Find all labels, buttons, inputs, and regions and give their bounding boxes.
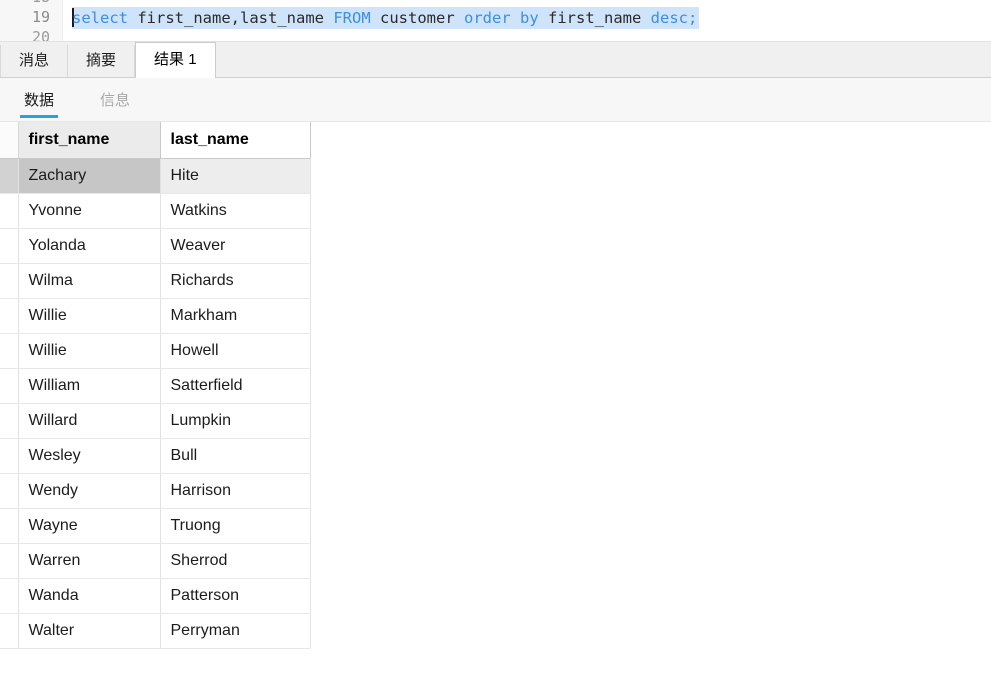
result-tab-bar: 消息 摘要 结果 1 bbox=[0, 42, 991, 78]
tab-result-1[interactable]: 结果 1 bbox=[135, 42, 216, 78]
cell-last_name[interactable]: Sherrod bbox=[160, 543, 311, 579]
grid-header-row: first_name last_name bbox=[0, 122, 311, 159]
cell-last_name[interactable]: Bull bbox=[160, 438, 311, 474]
column-header-last-name[interactable]: last_name bbox=[160, 122, 311, 159]
column-header-first-name[interactable]: first_name bbox=[18, 122, 161, 159]
cell-first_name[interactable]: Willard bbox=[18, 403, 161, 439]
cell-last_name[interactable]: Lumpkin bbox=[160, 403, 311, 439]
sql-token-2: first_name,last_name bbox=[137, 9, 324, 27]
sql-token-7 bbox=[455, 9, 464, 27]
cell-last_name[interactable]: Markham bbox=[160, 298, 311, 334]
cell-first_name[interactable]: Wayne bbox=[18, 508, 161, 544]
row-header-cell[interactable] bbox=[0, 368, 19, 404]
cell-last_name[interactable]: Weaver bbox=[160, 228, 311, 264]
sql-statement-line[interactable]: select first_name,last_name FROM custome… bbox=[72, 7, 700, 29]
cell-last_name[interactable]: Hite bbox=[160, 158, 311, 194]
cell-first_name[interactable]: Warren bbox=[18, 543, 161, 579]
row-header-cell[interactable] bbox=[0, 228, 19, 264]
sql-token-9 bbox=[539, 9, 548, 27]
sql-token-6: customer bbox=[380, 9, 455, 27]
cell-first_name[interactable]: Willie bbox=[18, 298, 161, 334]
grid-header: first_name last_name bbox=[0, 122, 311, 159]
cell-first_name[interactable]: Wesley bbox=[18, 438, 161, 474]
cell-first_name[interactable]: William bbox=[18, 368, 161, 404]
sql-token-12: desc; bbox=[650, 9, 698, 27]
row-header-cell[interactable] bbox=[0, 543, 19, 579]
sql-token-4: FROM bbox=[333, 9, 371, 27]
subtab-info[interactable]: 信息 bbox=[100, 92, 131, 109]
cell-last_name[interactable]: Truong bbox=[160, 508, 311, 544]
row-header-cell[interactable] bbox=[0, 438, 19, 474]
row-header-cell[interactable] bbox=[0, 613, 19, 649]
line-number-20: 20 bbox=[31, 28, 50, 42]
sql-token-10: first_name bbox=[548, 9, 642, 27]
text-caret bbox=[72, 8, 74, 27]
subtab-data[interactable]: 数据 bbox=[19, 89, 59, 118]
cell-last_name[interactable]: Howell bbox=[160, 333, 311, 369]
sql-editor[interactable]: 18 19 20 select first_name,last_name FRO… bbox=[0, 0, 991, 42]
result-sub-tab-bar: 数据 信息 bbox=[0, 78, 991, 122]
row-header-cell[interactable] bbox=[0, 298, 19, 334]
row-header-cell[interactable] bbox=[0, 193, 19, 229]
row-header-cell[interactable] bbox=[0, 333, 19, 369]
cell-first_name[interactable]: Willie bbox=[18, 333, 161, 369]
tab-summary[interactable]: 摘要 bbox=[68, 45, 136, 77]
cell-first_name[interactable]: Walter bbox=[18, 613, 161, 649]
tab-messages[interactable]: 消息 bbox=[0, 45, 69, 77]
cell-first_name[interactable]: Yolanda bbox=[18, 228, 161, 264]
cell-last_name[interactable]: Perryman bbox=[160, 613, 311, 649]
sql-token-3 bbox=[324, 9, 333, 27]
line-number-18: 18 bbox=[6, 0, 50, 7]
cell-first_name[interactable]: Wendy bbox=[18, 473, 161, 509]
row-header-cell[interactable] bbox=[0, 578, 19, 614]
cell-last_name[interactable]: Satterfield bbox=[160, 368, 311, 404]
sql-token-8: order by bbox=[464, 9, 539, 27]
line-number-gutter: 18 19 20 bbox=[0, 0, 63, 41]
line-number-19: 19 bbox=[31, 8, 50, 26]
sql-token-0: select bbox=[72, 9, 128, 27]
row-header-cell[interactable] bbox=[0, 263, 19, 299]
row-header-cell[interactable] bbox=[0, 158, 19, 194]
cell-last_name[interactable]: Richards bbox=[160, 263, 311, 299]
row-header-cell[interactable] bbox=[0, 403, 19, 439]
sql-token-5 bbox=[371, 9, 380, 27]
cell-first_name[interactable]: Wilma bbox=[18, 263, 161, 299]
sql-token-1 bbox=[128, 9, 137, 27]
cell-last_name[interactable]: Watkins bbox=[160, 193, 311, 229]
cell-first_name[interactable]: Wanda bbox=[18, 578, 161, 614]
cell-last_name[interactable]: Patterson bbox=[160, 578, 311, 614]
row-header-cell[interactable] bbox=[0, 473, 19, 509]
row-header-corner[interactable] bbox=[0, 122, 19, 159]
cell-last_name[interactable]: Harrison bbox=[160, 473, 311, 509]
row-header-cell[interactable] bbox=[0, 508, 19, 544]
cell-first_name[interactable]: Zachary bbox=[18, 158, 161, 194]
sql-token-11 bbox=[641, 9, 650, 27]
cell-first_name[interactable]: Yvonne bbox=[18, 193, 161, 229]
